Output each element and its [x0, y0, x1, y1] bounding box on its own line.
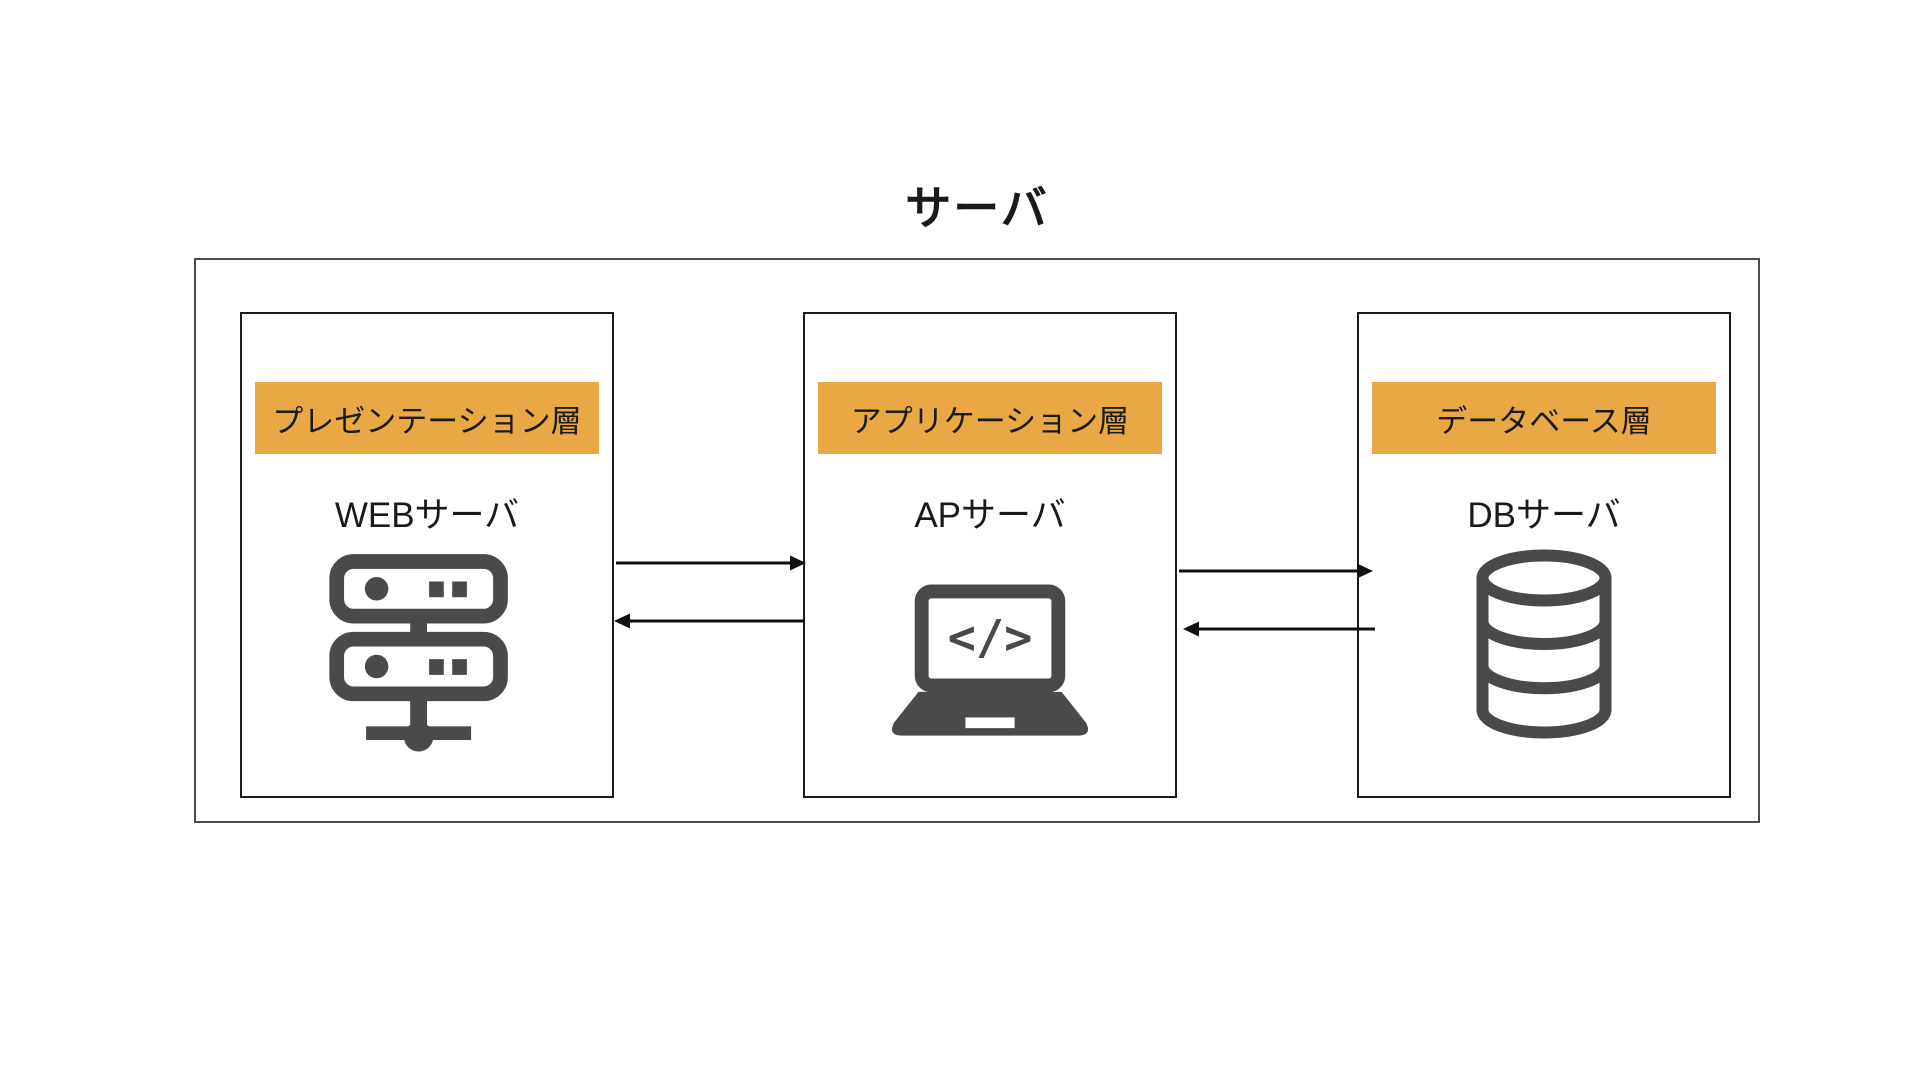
- layer-label-database: データベース層: [1372, 382, 1716, 454]
- laptop-code-icon: </>: [883, 536, 1097, 796]
- diagram-title: サーバ: [905, 182, 1049, 234]
- server-name-db: DBサーバ: [1467, 496, 1621, 535]
- layer-label-application: アプリケーション層: [818, 382, 1162, 454]
- server-group-box: プレゼンテーション層 WEBサーバ: [194, 258, 1760, 823]
- arrow-ap-to-web: [612, 608, 804, 634]
- server-name-ap: APサーバ: [914, 496, 1066, 535]
- server-name-web: WEBサーバ: [334, 496, 520, 535]
- tier-box-presentation: プレゼンテーション層 WEBサーバ: [240, 312, 614, 798]
- tier-box-application: アプリケーション層 APサーバ </>: [803, 312, 1177, 798]
- arrow-web-to-ap: [616, 550, 806, 576]
- server-rack-icon: [322, 536, 532, 796]
- arrow-db-to-ap: [1181, 616, 1375, 642]
- database-icon: [1469, 536, 1619, 796]
- layer-label-presentation: プレゼンテーション層: [255, 382, 599, 454]
- tier-box-database: データベース層 DBサーバ: [1357, 312, 1731, 798]
- arrow-ap-to-db: [1179, 558, 1373, 584]
- code-glyph: </>: [948, 610, 1033, 665]
